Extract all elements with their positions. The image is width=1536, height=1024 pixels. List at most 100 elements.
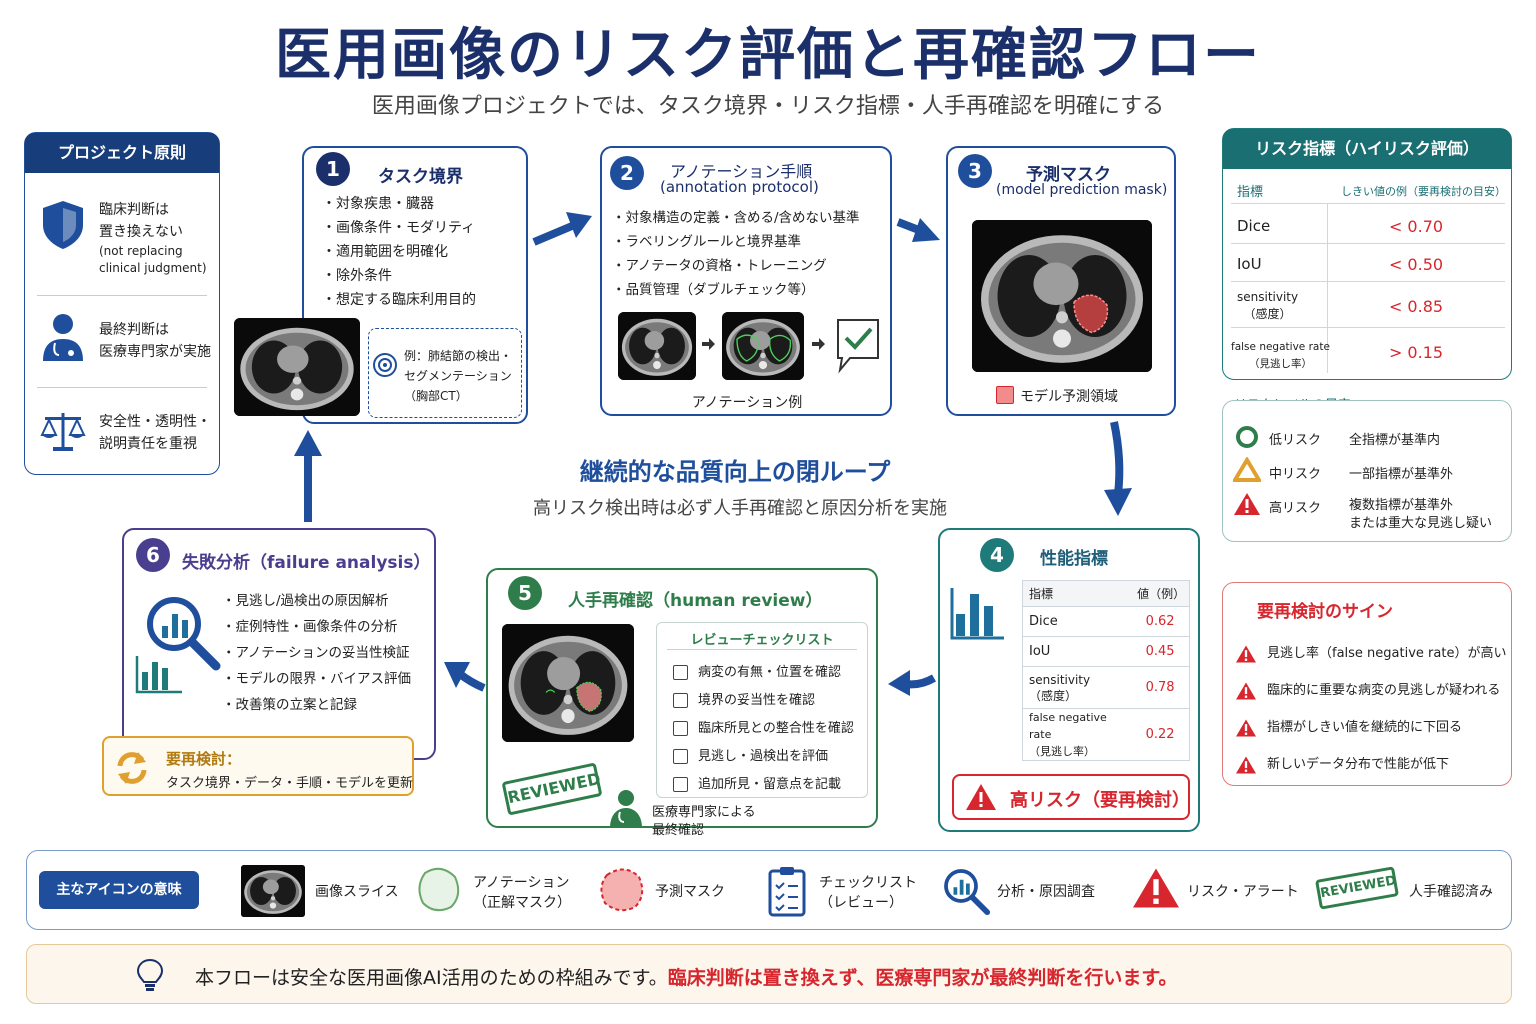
checklist-item-label: 境界の妥当性を確認 [698,693,816,708]
high-risk-alert-text: 高リスク（要再検討） [1010,790,1190,811]
risk-row-label: IoU [1237,255,1262,273]
risk-col-threshold: しきい値の例（要再検討の目安） [1341,185,1506,198]
legend-analysis-label: 分析・原因調査 [997,884,1095,900]
metrics-header-value: 値（例） [1131,580,1190,607]
step-1-bullet: 対象疾患・臓器 [322,192,476,216]
step-1-example-line: セグメンテーション [404,369,512,383]
signs-title: 要再検討のサイン [1257,602,1393,622]
step-6-bullet: 症例特性・画像条件の分析 [222,614,411,640]
recheck-box: 要再検討： タスク境界・データ・手順・モデルを更新 [102,736,414,796]
reviewed-stamp-icon: REVIEWED [1315,866,1399,910]
alert-icon [1236,682,1256,699]
refresh-icon [117,752,147,784]
checklist-item[interactable]: 境界の妥当性を確認 [673,687,854,715]
step-1-example-line: 例：肺結節の検出・ [404,349,513,363]
step-1-bullet: 適用範囲を明確化 [322,240,476,264]
lightbulb-icon [136,958,164,991]
checklist-item[interactable]: 病変の有無・位置を確認 [673,659,854,687]
principle-1-note-1: (not replacing [99,244,183,258]
metrics-row-value: 0.45 [1131,636,1190,667]
sign-item: 臨床的に重要な病変の見逃しが疑われる [1235,672,1506,709]
step-1-ct-image [234,318,360,416]
step-4-number: 4 [980,538,1014,572]
step-5-human-review: 5 人手再確認（human review） REVIEWED 医療専門家による … [486,568,878,838]
analysis-icon [147,597,221,671]
checkbox[interactable] [673,749,688,764]
target-icon [373,353,397,377]
sign-item: 指標がしきい値を継続的に下回る [1235,709,1506,746]
recheck-signs-panel: 要再検討のサイン 見逃し率（false negative rate）が高い 臨床… [1222,582,1512,786]
footer-emphasis: 臨床判断は置き換えず、医療専門家が最終判断を行います。 [667,967,1178,989]
doctor-icon [43,314,83,361]
checklist-item[interactable]: 見逃し・過検出を評価 [673,743,854,771]
check-bubble-icon [837,319,879,374]
ct-slice-icon [241,865,305,917]
metrics-row-label: false negative rate [1029,711,1107,741]
legend-checklist-label: （レビュー） [819,895,903,911]
legend-alert-label: リスク・アラート [1187,884,1299,900]
checklist-icon [768,867,806,917]
legend-reviewed-label: 人手確認済み [1409,884,1493,900]
step-3-number: 3 [958,154,992,188]
metrics-row-value: 0.22 [1131,708,1190,761]
risk-levels-panel: 低リスク 全指標が基準内 中リスク 一部指標が基準外 高リスク 複数指標が基準外… [1222,400,1512,542]
step-6-bullets: 見逃し/過検出の原因解析 症例特性・画像条件の分析 アノテーションの妥当性検証 … [222,588,412,718]
analysis-icon [944,869,991,916]
principle-1-line-1: 臨床判断は [99,202,169,218]
review-checklist: レビューチェックリスト 病変の有無・位置を確認 境界の妥当性を確認 臨床所見との… [656,622,868,798]
step-4-title: 性能指標 [1040,549,1108,569]
checkbox[interactable] [673,693,688,708]
step-2-bullets: 対象構造の定義・含める/含めない基準 ラベリングルールと境界基準 アノテータの資… [612,206,860,302]
risk-row-value: < 0.85 [1388,297,1444,316]
metrics-row-label: （見逃し率） [1029,745,1095,758]
checklist-item[interactable]: 臨床所見との整合性を確認 [673,715,854,743]
arrow-4-to-5 [888,670,936,696]
principle-3-line-2: 説明責任を重視 [99,436,197,452]
arrow-3-to-4 [1104,421,1132,516]
principle-3-line-1: 安全性・透明性・ [99,414,211,430]
step-1-bullet: 除外条件 [322,264,476,288]
arrow-6-to-1 [294,430,322,522]
alert-icon [966,784,996,810]
expert-icon [610,790,642,828]
high-risk-label: 高リスク [1269,501,1322,516]
checkbox[interactable] [673,665,688,680]
checkbox[interactable] [673,777,688,792]
step-1-number: 1 [316,152,350,186]
arrow-right-icon [702,338,715,350]
step-6-title: 失敗分析（failure analysis） [182,553,431,573]
bar-chart-icon [135,656,182,694]
medium-risk-label: 中リスク [1269,467,1322,482]
sign-item: 新しいデータ分布で性能が低下 [1235,746,1506,783]
step-6-bullet: モデルの限界・バイアス評価 [222,666,412,692]
checklist-item[interactable]: 追加所見・留意点を記載 [673,771,854,799]
step-1-bullets: 対象疾患・臓器 画像条件・モダリティ 適用範囲を明確化 除外条件 想定する臨床利… [322,192,476,312]
step-2-title: アノテーション手順 [670,162,813,181]
risk-row-value: > 0.15 [1388,343,1444,362]
sign-item-text: 見逃し率（false negative rate）が高い [1267,646,1507,661]
page-title: 医用画像のリスク評価と再確認フロー [275,23,1261,88]
step-5-ct-image [502,624,634,742]
metrics-row-value: 0.78 [1131,666,1190,709]
step-6-bullet: 改善策の立案と記録 [222,692,411,718]
step-2-caption: アノテーション例 [691,395,803,411]
step-2-bullet: ラベリングルールと境界基準 [612,230,860,254]
footer-banner: 本フローは安全な医用画像AI活用のための枠組みです。臨床判断は置き換えず、医療専… [26,944,1512,1004]
legend-annotation-label: アノテーション [473,875,570,891]
risk-row-label: false negative rate [1231,341,1330,353]
bar-chart-icon [950,588,1004,640]
step-2-annotation-protocol: 2 アノテーション手順 (annotation protocol) 対象構造の定… [600,146,892,416]
checklist-item-label: 見逃し・過検出を評価 [698,749,829,764]
principles-panel: プロジェクト原則 臨床判断は 置き換えない (not replacing cli… [24,132,220,475]
sign-item-text: 臨床的に重要な病変の見逃しが疑われる [1267,683,1501,698]
metrics-row-label: IoU [1022,636,1132,667]
prediction-legend-swatch [996,386,1014,404]
checkbox[interactable] [673,721,688,736]
sign-item-text: 新しいデータ分布で性能が低下 [1267,757,1450,772]
step-3-prediction-mask: 3 予測マスク (model prediction mask) モデル予測領域 [946,146,1176,416]
annotation-example-raw [618,312,696,380]
step-6-bullet: 見逃し/過検出の原因解析 [222,588,411,614]
checklist-item-label: 病変の有無・位置を確認 [698,665,842,680]
risk-row-label: sensitivity [1237,290,1299,304]
